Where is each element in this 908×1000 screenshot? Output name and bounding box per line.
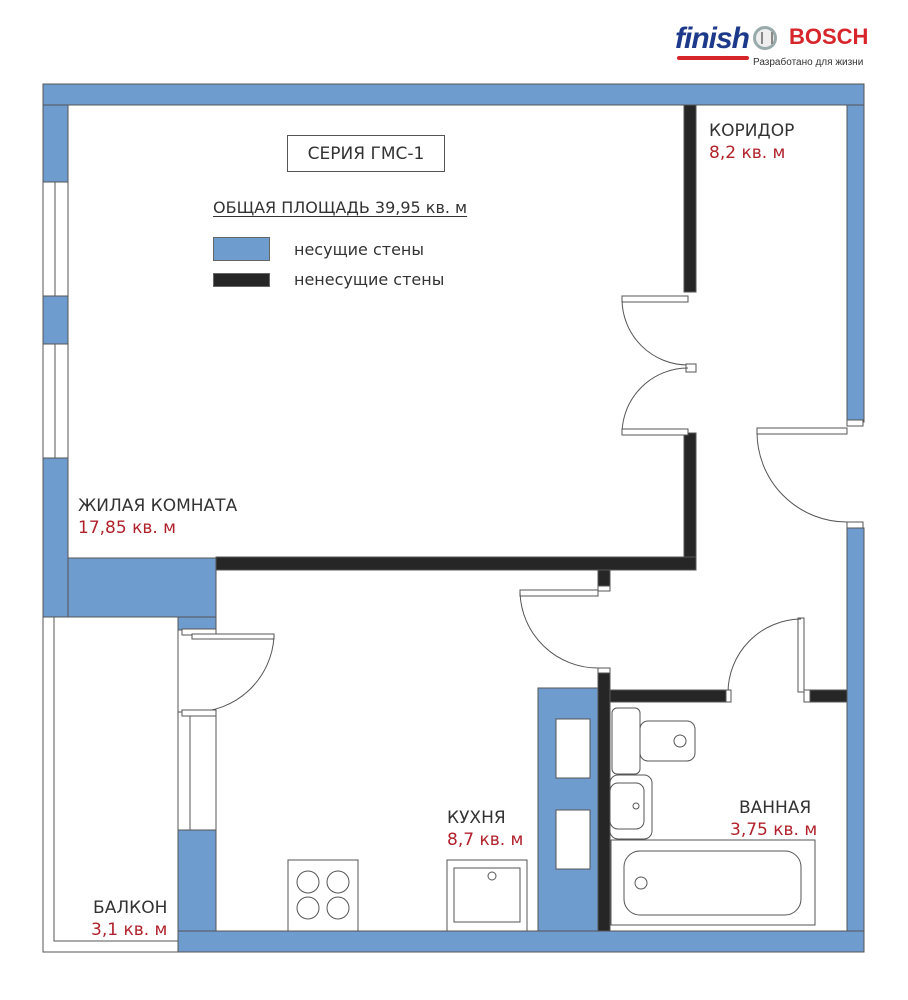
brand-logo: finish BOSCH Разработано для жизни: [675, 22, 875, 72]
room-name: ЖИЛАЯ КОМНАТА: [78, 496, 238, 516]
stove: [287, 859, 359, 932]
room-name: ВАННАЯ: [738, 798, 812, 818]
wall-bottom: [177, 930, 865, 953]
wall-top: [42, 83, 865, 106]
room-area: 8,7 кв. м: [447, 830, 524, 850]
total-area: ОБЩАЯ ПЛОЩАДЬ 39,95 кв. м: [213, 198, 468, 217]
toilet: [611, 707, 696, 775]
wall-left-2: [42, 295, 69, 345]
room-name: БАЛКОН: [93, 898, 168, 918]
room-area: 17,85 кв. м: [78, 518, 176, 538]
shaft-opening-1: [555, 718, 591, 779]
bosch-emblem-icon: [753, 26, 777, 50]
room-area: 8,2 кв. м: [709, 143, 786, 163]
brand-tagline: Разработано для жизни: [753, 57, 864, 68]
shaft-opening-2: [555, 809, 591, 870]
wall-left-1: [42, 104, 69, 183]
wall-block: [67, 557, 217, 618]
washbasin: [609, 774, 653, 840]
bathtub: [610, 839, 816, 926]
legend-load-bearing: несущие стены: [213, 237, 424, 261]
balcony: [42, 616, 179, 953]
finish-logo: finish: [675, 22, 750, 55]
room-corridor: КОРИДОР 8,2 кв. м: [709, 120, 794, 164]
room-name: КУХНЯ: [447, 808, 506, 828]
finish-logo-underline: [677, 56, 749, 60]
room-living: ЖИЛАЯ КОМНАТА 17,85 кв. м: [78, 495, 237, 539]
windows: [42, 181, 217, 831]
room-area: 3,75 кв. м: [730, 820, 818, 840]
wall-right-lower: [846, 527, 865, 953]
series-label: СЕРИЯ ГМС-1: [287, 135, 445, 172]
wall-left-3: [42, 457, 69, 618]
room-kitchen: КУХНЯ 8,7 кв. м: [447, 807, 523, 851]
doors: [181, 295, 864, 717]
wall-door-jamb: [177, 616, 217, 631]
non-load-bearing-walls: [215, 104, 848, 932]
bosch-logo: BOSCH: [789, 24, 869, 49]
wall-right-upper: [846, 104, 865, 423]
legend-label: несущие стены: [294, 239, 425, 259]
room-bathroom: ВАННАЯ 3,75 кв. м: [730, 797, 818, 841]
legend-swatch-blue: [213, 237, 270, 261]
legend-swatch-black: [213, 272, 270, 287]
legend-non-load-bearing: ненесущие стены: [213, 270, 444, 289]
room-name: КОРИДОР: [709, 121, 795, 141]
room-balcony: БАЛКОН 3,1 кв. м: [91, 897, 167, 941]
legend-label: ненесущие стены: [294, 270, 445, 289]
kitchen-sink: [446, 859, 528, 932]
room-area: 3,1 кв. м: [91, 920, 168, 940]
